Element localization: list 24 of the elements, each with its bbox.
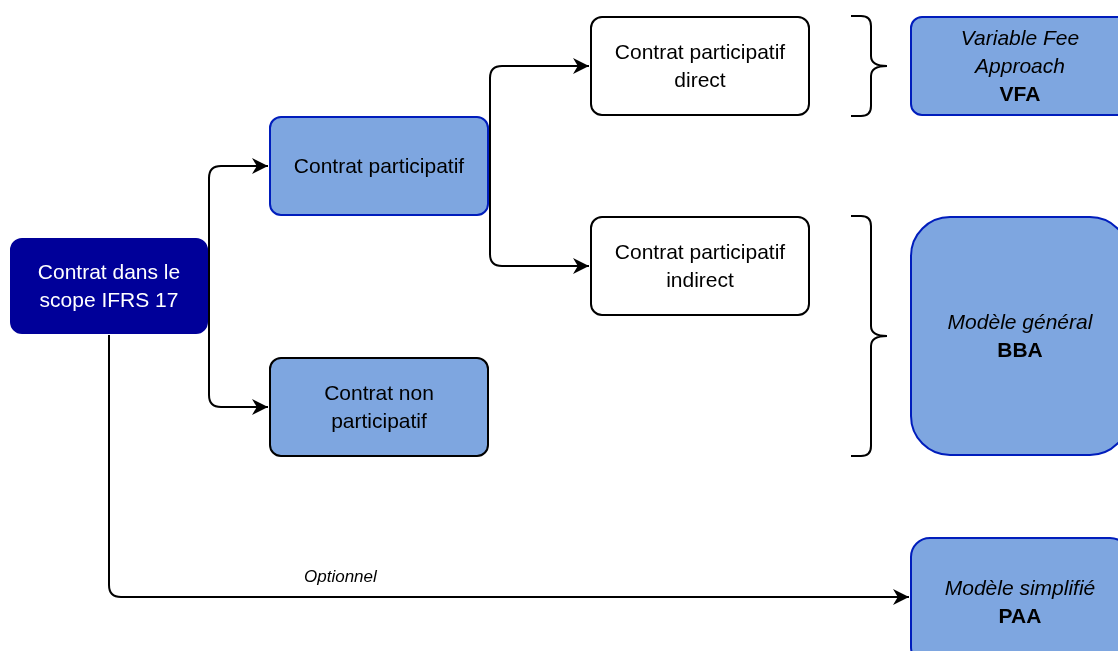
- box-label: Modèle simplifié: [943, 575, 1097, 601]
- box-label: Contrat participatif: [292, 153, 466, 179]
- box-label: Contrat participatif indirect: [613, 239, 787, 293]
- model-acronym: VFA: [998, 81, 1042, 107]
- model-box: [910, 537, 1118, 651]
- arrow: [208, 285, 269, 415]
- box-label: Modèle général: [946, 309, 1094, 335]
- arrow: [108, 334, 910, 605]
- process-box: [590, 16, 810, 116]
- arrow: [489, 58, 590, 167]
- model-acronym: BBA: [996, 337, 1044, 363]
- model-box: [910, 216, 1118, 456]
- root-box: [10, 238, 208, 334]
- process-box: [269, 357, 489, 457]
- box-label: Variable Fee Approach: [959, 25, 1081, 79]
- model-acronym: PAA: [997, 603, 1043, 629]
- process-box: [590, 216, 810, 316]
- process-box: [269, 116, 489, 216]
- box-label: Contrat dans le scope IFRS 17: [36, 259, 182, 313]
- arrow: [208, 158, 269, 287]
- box-label: Contrat non participatif: [323, 380, 435, 434]
- model-box: [910, 16, 1118, 116]
- arrow: [489, 165, 590, 274]
- box-label: Contrat participatif direct: [613, 39, 787, 93]
